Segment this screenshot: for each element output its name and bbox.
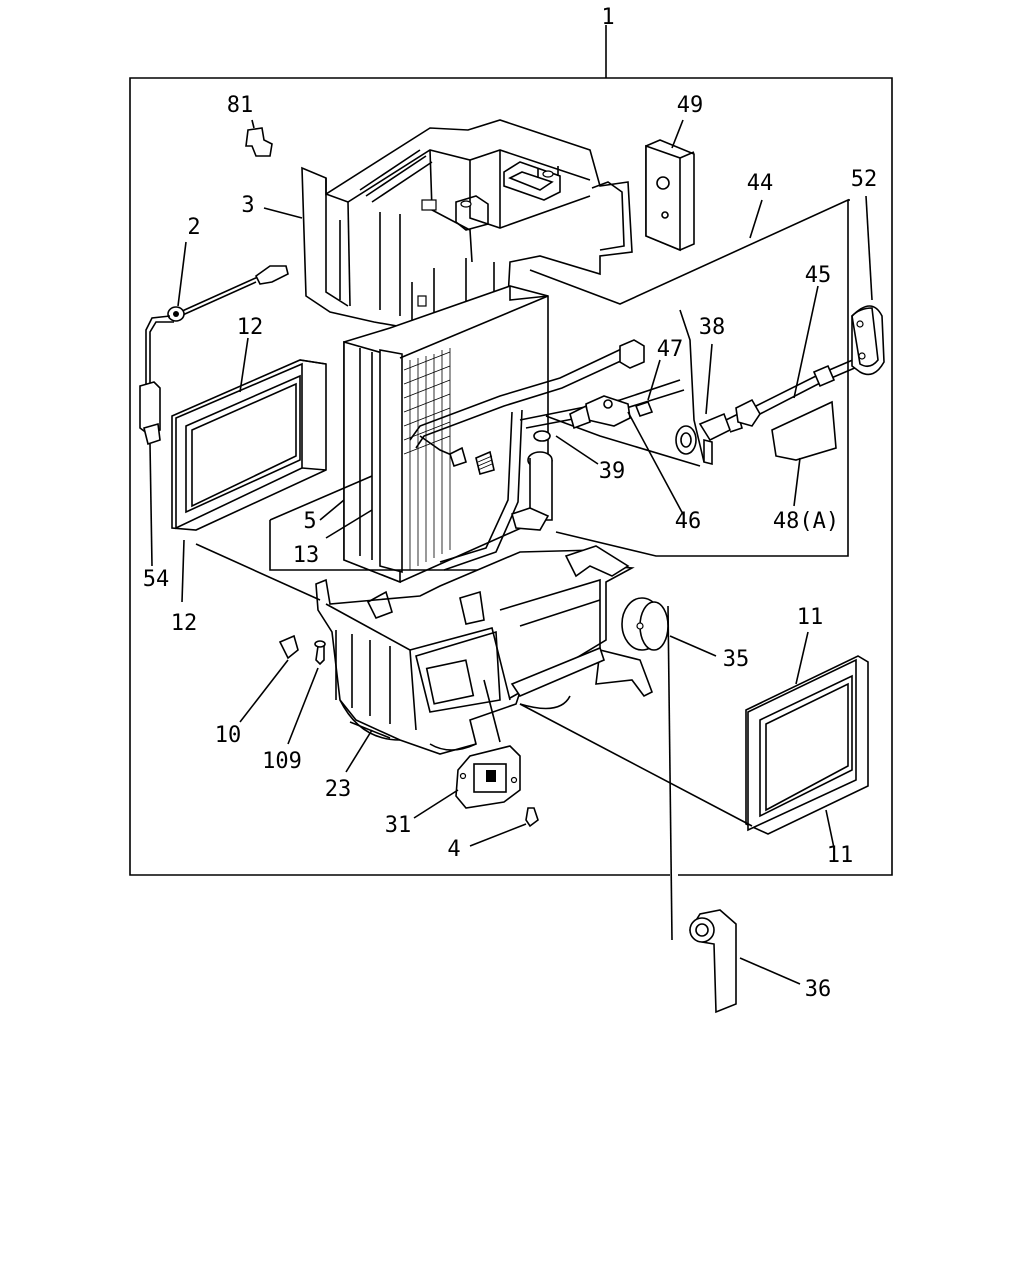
pipe-group-44 [269, 198, 850, 571]
callout-13: 13 [293, 543, 320, 568]
callout-36: 36 [805, 977, 832, 1002]
filter-frame-11 [519, 631, 869, 849]
callout-11-upper: 11 [797, 605, 824, 630]
callout-2: 2 [187, 215, 200, 240]
callout-47: 47 [657, 337, 684, 362]
filter-frame-12 [171, 337, 327, 603]
callout-35: 35 [723, 647, 750, 672]
callout-46: 46 [675, 509, 702, 534]
callout-11-lower: 11 [827, 843, 854, 868]
callout-44: 44 [747, 171, 774, 196]
sensor-wire-2 [145, 241, 289, 384]
callout-3: 3 [241, 193, 254, 218]
callout-4: 4 [447, 837, 460, 862]
grommet-52 [851, 195, 885, 376]
callout-10: 10 [215, 723, 242, 748]
fitting-38 [675, 343, 743, 466]
callout-12-lower: 12 [171, 611, 198, 636]
callout-52: 52 [851, 167, 878, 192]
callout-labels: 1 81 49 3 2 44 52 45 12 38 47 39 5 46 48… [143, 5, 878, 1002]
clip-81 [245, 119, 273, 157]
pad-49 [645, 119, 695, 252]
callout-48a: 48(A) [773, 509, 839, 534]
callout-1: 1 [601, 5, 614, 30]
callout-39: 39 [599, 459, 626, 484]
callout-5: 5 [303, 509, 316, 534]
duct-36 [688, 909, 801, 1014]
evaporator-core-13 [319, 285, 549, 584]
blower-35 [621, 597, 717, 941]
refrigerant-pipes [409, 309, 705, 571]
callout-81: 81 [227, 93, 254, 118]
expansion-valve-46 [555, 359, 685, 517]
callout-38: 38 [699, 315, 726, 340]
resistor-31 [413, 679, 521, 819]
callout-49: 49 [677, 93, 704, 118]
callout-45: 45 [805, 263, 832, 288]
callout-23: 23 [325, 777, 352, 802]
assembly-frame [129, 77, 893, 876]
pipe-45 [735, 285, 865, 427]
callout-31: 31 [385, 813, 412, 838]
callout-54: 54 [143, 567, 170, 592]
seal-48a [771, 400, 837, 507]
callout-109: 109 [262, 749, 302, 774]
connector-54 [139, 381, 161, 567]
callout-12-upper: 12 [237, 315, 264, 340]
screw-109 [287, 640, 326, 745]
screw-4 [469, 807, 539, 847]
lower-case-23 [195, 543, 654, 773]
clip-10 [239, 634, 299, 723]
upper-case-3 [263, 119, 633, 341]
